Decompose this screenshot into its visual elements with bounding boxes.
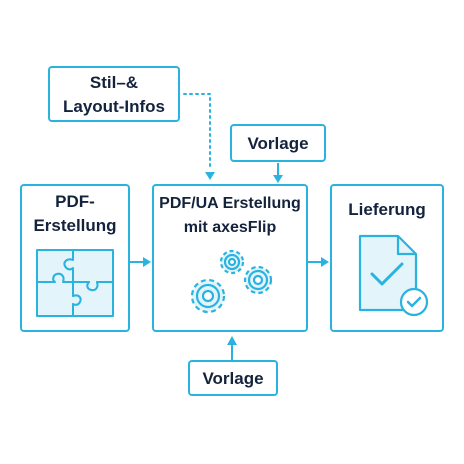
pdfua-creation-line1: PDF/UA Erstellung — [159, 195, 301, 212]
arrowhead-left — [143, 257, 151, 267]
pdf-creation-line1: PDF- — [55, 192, 95, 211]
template-top-label: Vorlage — [247, 134, 309, 153]
puzzle-icon — [36, 249, 114, 317]
arrowhead-template-bottom — [227, 336, 237, 345]
arrowhead-template-top — [273, 175, 283, 183]
template-bottom-box: Vorlage — [188, 360, 278, 396]
template-top-box: Vorlage — [230, 124, 326, 162]
style-layout-line2: Layout-Infos — [63, 97, 165, 116]
arrowhead-dotted — [205, 172, 215, 180]
pdfua-creation-line2: mit axesFlip — [183, 219, 277, 236]
style-layout-label: Stil–& Layout-Infos — [50, 71, 178, 119]
pdfua-creation-label: PDF/UA Erstellung mit axesFlip — [154, 192, 306, 240]
template-bottom-label: Vorlage — [202, 369, 264, 388]
style-layout-line1: Stil–& — [89, 73, 139, 92]
delivery-label: Lieferung — [348, 200, 426, 219]
gears-icon — [190, 249, 273, 314]
pdf-creation-label: PDF- Erstellung — [22, 190, 128, 238]
document-check-icon — [358, 234, 429, 317]
pdfua-creation-box: PDF/UA Erstellung mit axesFlip — [152, 184, 308, 332]
pdf-creation-line2: Erstellung — [33, 216, 117, 235]
style-layout-box: Stil–& Layout-Infos — [48, 66, 180, 122]
delivery-box: Lieferung — [330, 184, 444, 332]
pdf-creation-box: PDF- Erstellung — [20, 184, 130, 332]
dotted-connector — [183, 93, 211, 169]
arrowhead-right — [321, 257, 329, 267]
